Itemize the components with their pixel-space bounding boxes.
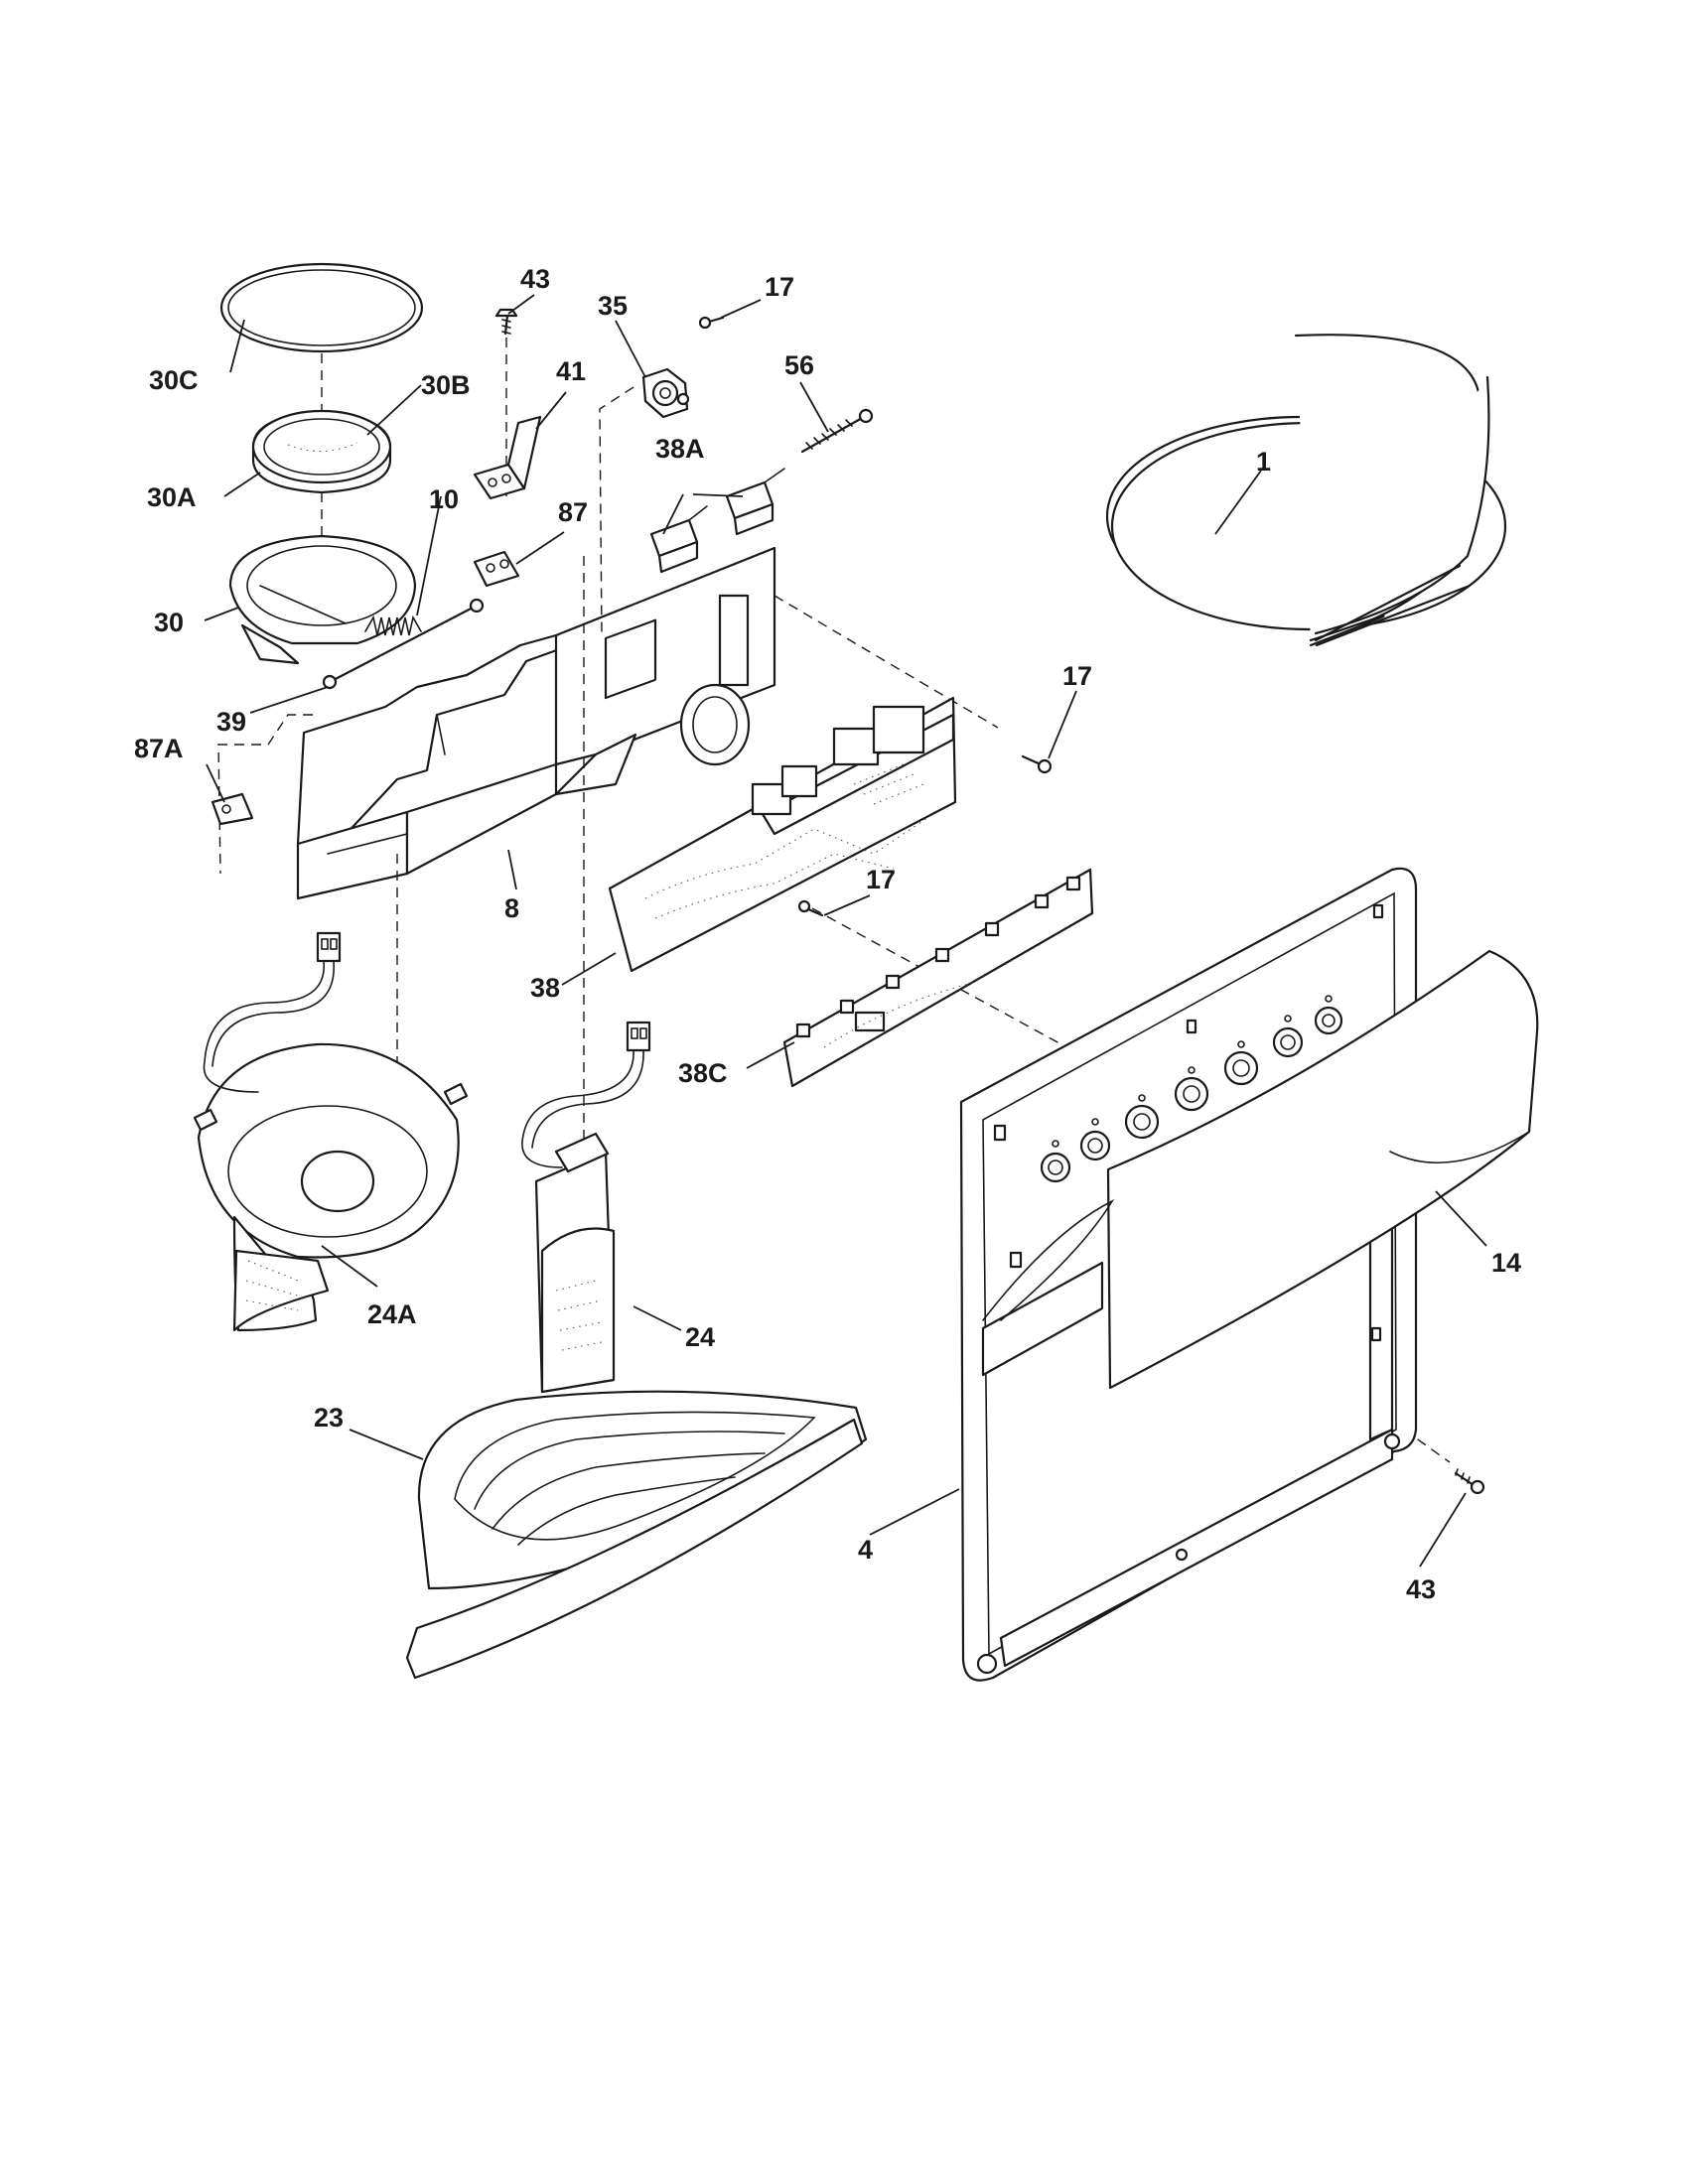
callout-labels: 30C 30B 30A 30 10 39 43 41 87 87A 35 17 … [134,264,1521,1604]
callout-17-mid: 17 [1062,661,1092,691]
part-24-water-chute [521,1021,651,1394]
part-17-low-screw [797,899,824,917]
callout-14: 14 [1491,1248,1521,1278]
callout-43-bottom: 43 [1406,1574,1436,1604]
callout-38c: 38C [678,1058,728,1088]
part-30a-cap [251,409,392,494]
part-38a-switch-right [725,468,785,536]
part-8-dispenser-housing [296,546,776,900]
callout-10: 10 [429,484,459,514]
callout-4: 4 [858,1535,873,1565]
callout-30: 30 [154,608,184,637]
callout-24a: 24A [367,1299,417,1329]
part-10-spring [364,614,422,636]
part-39-pin [322,598,485,690]
callout-1: 1 [1256,447,1271,477]
part-1-tubing-coil [1105,334,1507,647]
part-56-long-screw [800,408,874,454]
leader-lines [204,294,1487,1568]
part-41-bracket [473,415,542,500]
part-87-pad [473,550,520,588]
part-35-actuator [641,367,690,419]
callout-39: 39 [216,707,246,737]
callout-35: 35 [598,291,628,321]
callout-56: 56 [784,350,814,380]
callout-23: 23 [314,1403,344,1433]
dashed-link-87a [217,714,313,875]
callout-30c: 30C [149,365,199,395]
part-30c-ring [219,262,424,353]
part-38-control-board [608,696,957,973]
dashed-link-43-bot [1389,1419,1451,1463]
callout-17-low: 17 [866,865,896,894]
callout-30b: 30B [421,370,471,400]
callout-87: 87 [558,497,588,527]
callout-87a: 87A [134,734,184,763]
part-24a-ice-chute [193,931,469,1332]
callout-41: 41 [556,356,586,386]
part-14-overlay-panel [982,949,1539,1390]
callout-24: 24 [685,1322,715,1352]
dashed-link-35 [599,386,634,636]
callout-30a: 30A [147,482,197,512]
part-17-mid-screw [1021,754,1053,774]
part-38a-switch-left [649,505,708,574]
part-43-top-screw [494,308,518,336]
part-17-top-screw [698,316,725,330]
dashed-link-17-mid [774,595,999,729]
callout-38a: 38A [655,434,705,464]
button-bezels [1040,995,1343,1183]
callout-43-top: 43 [520,264,550,294]
part-38c-button-board [782,868,1094,1088]
callout-17-top: 17 [765,272,794,302]
part-30-housing [228,534,417,665]
part-87a-pad [211,792,254,826]
callout-8: 8 [504,893,519,923]
part-23-drip-tray [405,1390,868,1680]
part-43-bottom-screw [1454,1468,1485,1495]
callout-38: 38 [530,973,560,1003]
